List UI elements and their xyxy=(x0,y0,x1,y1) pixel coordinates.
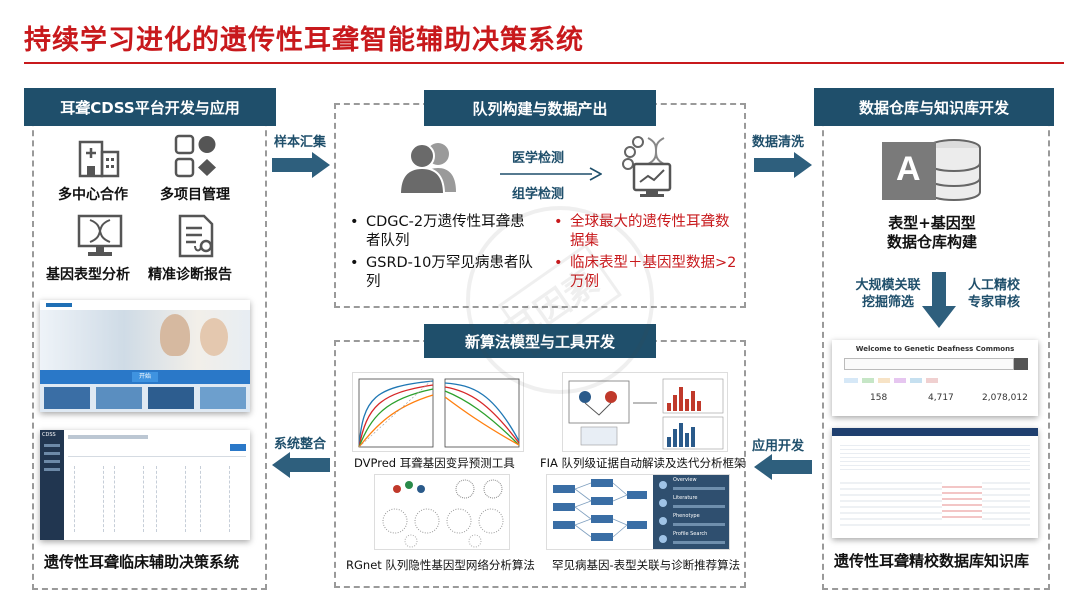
db-stat-value-2: 4,717 xyxy=(928,393,954,403)
dashboard-brand: CDSS xyxy=(42,432,56,438)
title-underline xyxy=(24,62,1064,64)
association-mining-note: 大规模关联 挖掘筛选 xyxy=(855,278,921,310)
db-stat-value-3: 2,078,012 xyxy=(982,393,1028,403)
center-bottom-header: 新算法模型与工具开发 xyxy=(424,324,656,358)
detection-arrow-icon xyxy=(498,166,603,181)
recommend-item-overview: Overview xyxy=(673,477,697,483)
dataset-clinical: 临床表型＋基因型数据>2万例 xyxy=(552,254,738,292)
left-panel-footer: 遗传性耳聋临床辅助决策系统 xyxy=(44,553,240,571)
down-arrow-icon xyxy=(922,272,956,328)
db-search-input[interactable] xyxy=(844,358,1014,370)
database-table-screenshot xyxy=(832,428,1038,538)
cohort-bullets: CDGC-2万遗传性耳聋患者队列 GSRD-10万罕见病患者队列 xyxy=(348,213,534,295)
recommend-algorithm-figure: Overview Literature Phenotype Profile Se… xyxy=(546,474,730,550)
dataset-bullets: 全球最大的遗传性耳聋数据集 临床表型＋基因型数据>2万例 xyxy=(552,213,738,295)
app-develop-label: 应用开发 xyxy=(752,439,805,454)
database-warehouse-icon: A xyxy=(876,136,986,206)
item-label-diagnosis-report: 精准诊断报告 xyxy=(148,267,232,283)
item-label-project-mgmt: 多项目管理 xyxy=(160,187,230,203)
recommend-item-profile-search: Profile Search xyxy=(673,531,708,537)
tool-caption-recommend: 罕见病基因-表型关联与诊断推荐算法 xyxy=(552,558,741,572)
patients-group-icon xyxy=(398,138,460,195)
expert-review-note: 人工精校 专家审核 xyxy=(967,278,1020,310)
grid-shapes-icon xyxy=(172,132,220,180)
tool-caption-fia: FIA 队列级证据自动解读及迭代分析框架 xyxy=(540,456,746,470)
omics-test-label: 组学检测 xyxy=(512,187,565,202)
item-label-gene-analysis: 基因表型分析 xyxy=(46,267,130,283)
genetic-deafness-commons-screenshot: Welcome to Genetic Deafness Commons 158 … xyxy=(832,340,1038,416)
web-start-button[interactable]: 开始 xyxy=(132,372,158,382)
right-panel-footer: 遗传性耳聋精校数据库知识库 xyxy=(834,552,1030,570)
system-integrate-label: 系统整合 xyxy=(274,437,327,452)
recommend-item-literature: Literature xyxy=(673,495,698,501)
dna-analysis-icon xyxy=(76,212,124,260)
cohort-gsrd: GSRD-10万罕见病患者队列 xyxy=(348,254,534,292)
data-clean-label: 数据清洗 xyxy=(752,135,805,150)
sample-collect-label: 样本汇集 xyxy=(274,135,327,150)
left-arrow-icon xyxy=(272,452,330,478)
right-arrow-icon xyxy=(754,152,812,178)
db-search-button[interactable] xyxy=(1014,358,1028,370)
dna-computer-icon xyxy=(618,134,680,200)
page-title: 持续学习进化的遗传性耳聋智能辅助决策系统 xyxy=(24,25,584,56)
db-stat-value-1: 158 xyxy=(870,393,888,403)
watermark-logo: 耳因素 xyxy=(460,200,660,400)
cohort-cdgc: CDGC-2万遗传性耳聋患者队列 xyxy=(348,213,534,251)
hospital-building-icon xyxy=(76,132,124,180)
dvpred-roc-figure xyxy=(352,372,524,452)
tool-caption-rgnet: RGnet 队列隐性基因型网络分析算法 xyxy=(346,558,535,572)
medical-test-label: 医学检测 xyxy=(512,151,565,166)
recommend-item-phenotype: Phenotype xyxy=(673,513,700,519)
tool-caption-dvpred: DVPred 耳聋基因变异预测工具 xyxy=(354,456,515,470)
left-arrow-icon xyxy=(754,454,812,480)
right-panel-header: 数据仓库与知识库开发 xyxy=(814,88,1054,126)
item-label-multicenter: 多中心合作 xyxy=(58,187,128,203)
left-panel-header: 耳聋CDSS平台开发与应用 xyxy=(24,88,276,126)
web-platform-screenshot: 开始 xyxy=(40,300,250,412)
warehouse-letter: A xyxy=(896,150,921,188)
dataset-largest: 全球最大的遗传性耳聋数据集 xyxy=(552,213,738,251)
cdss-dashboard-screenshot: CDSS xyxy=(40,430,250,540)
db-commons-title: Welcome to Genetic Deafness Commons xyxy=(855,345,1015,353)
warehouse-caption: 表型+基因型 数据仓库构建 xyxy=(886,214,977,251)
fia-framework-figure xyxy=(562,372,728,452)
center-top-header: 队列构建与数据产出 xyxy=(424,90,656,126)
report-document-icon xyxy=(172,212,220,260)
right-arrow-icon xyxy=(272,152,330,178)
rgnet-network-figure xyxy=(374,474,510,550)
